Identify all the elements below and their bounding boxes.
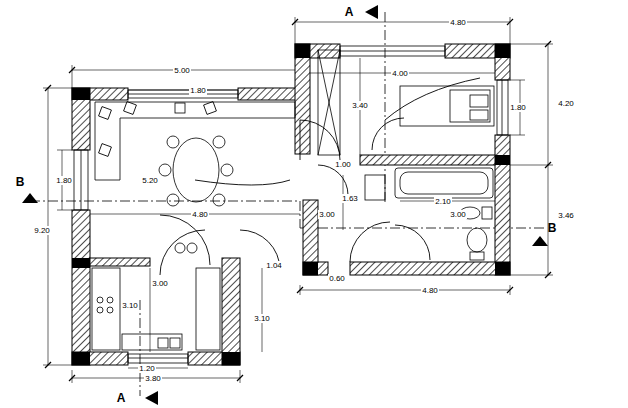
dimension-label: 4.80 xyxy=(421,286,439,295)
dimension-label: 3.10 xyxy=(253,314,271,323)
section-mark: B xyxy=(15,176,26,189)
dimension-label: 2.10 xyxy=(434,197,452,206)
dimension-label: 1.04 xyxy=(265,261,283,270)
section-mark: A xyxy=(344,6,355,19)
dimension-label: 1.20 xyxy=(138,364,156,373)
dimension-label: 4.80 xyxy=(449,18,467,27)
dimension-label: 9.20 xyxy=(33,226,51,235)
dimension-label: 3.00 xyxy=(449,210,467,219)
dimension-label: 4.80 xyxy=(191,210,209,219)
dimension-label: 0.60 xyxy=(328,274,346,283)
section-mark: B xyxy=(547,222,558,235)
dimension-label: 1.63 xyxy=(341,194,359,203)
dimension-label: 5.20 xyxy=(141,176,159,185)
dimension-label: 1.80 xyxy=(55,176,73,185)
dimension-label: 3.10 xyxy=(121,301,139,310)
dimension-label: 4.20 xyxy=(557,99,575,108)
dimension-label: 1.80 xyxy=(189,86,207,95)
dimension-label: 5.00 xyxy=(173,66,191,75)
dimension-label: 3.80 xyxy=(144,374,162,383)
dimension-label: 3.46 xyxy=(557,211,575,220)
section-mark: A xyxy=(116,392,127,405)
dimension-label: 1.80 xyxy=(509,103,527,112)
dimension-label: 4.00 xyxy=(391,69,409,78)
dimension-label: 3.00 xyxy=(318,210,336,219)
dimension-label: 1.00 xyxy=(334,160,352,169)
dimension-label: 3.40 xyxy=(351,101,369,110)
dimension-label: 3.00 xyxy=(151,279,169,288)
